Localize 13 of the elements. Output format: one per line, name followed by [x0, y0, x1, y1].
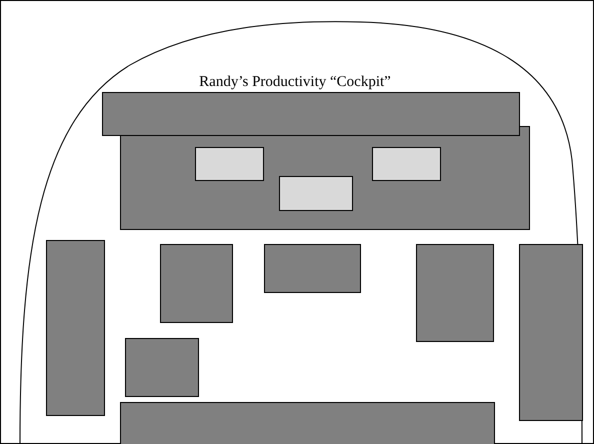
console-panel: [264, 244, 361, 293]
console-panel: [46, 240, 105, 416]
console-panel: [416, 244, 494, 342]
console-panel: [120, 402, 495, 444]
console-panel: [102, 92, 520, 136]
title: Randy’s Productivity “Cockpit”: [198, 74, 392, 91]
console-panel: [125, 338, 199, 397]
screen-panel: [372, 147, 441, 181]
console-panel: [120, 126, 530, 230]
screen-panel: [279, 176, 353, 211]
console-panel: [160, 244, 233, 323]
console-panel: [519, 244, 583, 421]
screen-panel: [195, 147, 264, 181]
